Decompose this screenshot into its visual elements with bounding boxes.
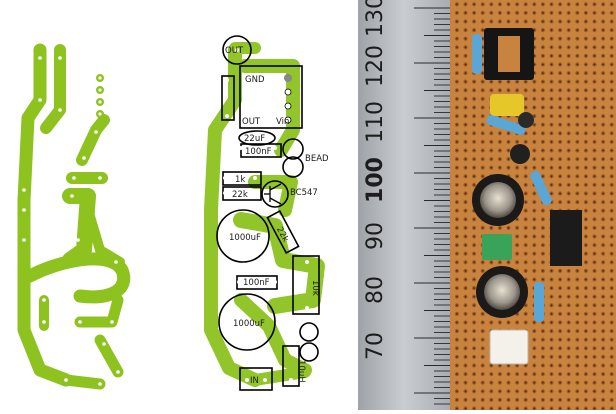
components bbox=[472, 28, 582, 365]
resistor-blue-bottom bbox=[534, 282, 544, 322]
regulator-pin bbox=[284, 102, 292, 110]
regulator-outline bbox=[239, 65, 303, 129]
regulator-pin bbox=[284, 116, 292, 124]
label-r-10k: 10k bbox=[310, 280, 320, 296]
capacitor-yellow bbox=[490, 94, 524, 116]
regulator-pin-group bbox=[284, 74, 292, 124]
resistor-22k-outline bbox=[222, 186, 262, 201]
label-in: IN bbox=[250, 376, 259, 386]
trace-bottom bbox=[60, 374, 106, 390]
electrolytic-cap-1-top bbox=[480, 182, 516, 218]
output-terminal-outline bbox=[222, 35, 252, 65]
ruler-label-110: 110 bbox=[363, 101, 388, 143]
ruler-label-100: 100 bbox=[363, 157, 388, 203]
regulator-pin bbox=[284, 88, 292, 96]
trace-bridge-2 bbox=[79, 191, 125, 267]
hole-group bbox=[22, 56, 120, 386]
bead-outline bbox=[282, 138, 304, 160]
label-cap-22u: 22uF bbox=[244, 134, 265, 144]
built-board-photo: 130 120 110 100 90 80 70 bbox=[358, 0, 616, 410]
cap-100n-2-outline bbox=[236, 275, 278, 290]
component-silkscreen-layout: OUT GND Vin OUT 22uF 100nF BEAD 1k 22k B… bbox=[185, 0, 350, 410]
trace-left-top bbox=[40, 44, 66, 134]
trace-lower-right bbox=[74, 294, 124, 328]
silk-trace-lower bbox=[234, 293, 312, 377]
resistor-blue-mid bbox=[486, 115, 526, 135]
green-inductor bbox=[482, 234, 512, 260]
silk-trace-bottom bbox=[249, 366, 311, 386]
cap-22u-outline bbox=[238, 130, 276, 146]
label-cap-1000u-1: 1000uF bbox=[229, 233, 261, 243]
silk-trace-wide bbox=[233, 212, 325, 314]
resistor-22k-diag-outline bbox=[266, 209, 300, 255]
trace-upper-diag bbox=[76, 114, 110, 166]
ruler-label-120: 120 bbox=[363, 45, 388, 87]
label-bead: BEAD bbox=[305, 154, 329, 164]
pad-group bbox=[96, 74, 104, 118]
label-gnd: GND bbox=[245, 75, 265, 85]
photo-drawing: 130 120 110 100 90 80 70 bbox=[358, 0, 616, 410]
ruler-ticks bbox=[414, 7, 450, 405]
silkscreen-drawing: OUT GND Vin OUT 22uF 100nF BEAD 1k 22k B… bbox=[204, 35, 329, 391]
silk-trace-left-rail bbox=[204, 43, 262, 387]
input-terminal-outline bbox=[239, 367, 273, 391]
trace-bridge-1 bbox=[23, 252, 131, 304]
electrolytic-cap-2-top bbox=[484, 274, 520, 310]
copper-trace-layout bbox=[0, 0, 170, 410]
cap-1000u-2-outline bbox=[218, 293, 276, 351]
resistor-blue-right bbox=[530, 170, 552, 206]
diode-outline bbox=[299, 322, 319, 342]
copper-trace-drawing bbox=[17, 43, 131, 390]
ruler-label-80: 80 bbox=[363, 276, 388, 304]
resistor-blue-top bbox=[472, 34, 482, 74]
diode-outline-2 bbox=[299, 342, 319, 362]
label-inductor: 10uH bbox=[296, 360, 306, 383]
label-r-1k: 1k bbox=[235, 175, 245, 185]
label-cap-100n-1: 100nF bbox=[245, 147, 272, 157]
ic-socket-inner bbox=[498, 36, 520, 72]
ruler-labels: 130 120 110 100 90 80 70 bbox=[363, 0, 388, 360]
voltage-regulator bbox=[550, 210, 582, 266]
ruler-label-90: 90 bbox=[363, 222, 388, 250]
label-cap-100n-2: 100nF bbox=[243, 278, 270, 288]
bead-outline-2 bbox=[282, 156, 304, 178]
label-r-22k: 22k bbox=[232, 190, 248, 200]
silk-outline-group bbox=[216, 35, 320, 391]
transistor-body bbox=[510, 144, 530, 164]
cap-100n-1-outline bbox=[240, 143, 282, 158]
resistor-10k-outline bbox=[292, 255, 320, 315]
silk-hole-group bbox=[223, 48, 309, 382]
resistor-1k-outline bbox=[222, 171, 262, 186]
inductor-outline bbox=[282, 345, 300, 387]
transistor-symbol bbox=[264, 183, 282, 205]
input-connector bbox=[489, 329, 529, 365]
label-out-top: OUT bbox=[225, 46, 244, 56]
silk-trace-group bbox=[204, 42, 325, 387]
label-cap-1000u-2: 1000uF bbox=[233, 319, 265, 329]
ruler-label-70: 70 bbox=[363, 332, 388, 360]
transistor-outline bbox=[261, 180, 289, 208]
label-out-reg: OUT bbox=[242, 117, 261, 127]
ruler-label-130: 130 bbox=[363, 0, 388, 37]
input-resistor-outline bbox=[221, 75, 235, 121]
label-vin: Vin bbox=[276, 117, 289, 127]
cap-1000u-1-outline bbox=[216, 209, 270, 263]
label-transistor: BC547 bbox=[290, 188, 318, 198]
silk-label-group: OUT GND Vin OUT 22uF 100nF BEAD 1k 22k B… bbox=[225, 46, 329, 386]
small-cap-dark bbox=[518, 112, 534, 128]
regulator-pin bbox=[284, 74, 292, 82]
